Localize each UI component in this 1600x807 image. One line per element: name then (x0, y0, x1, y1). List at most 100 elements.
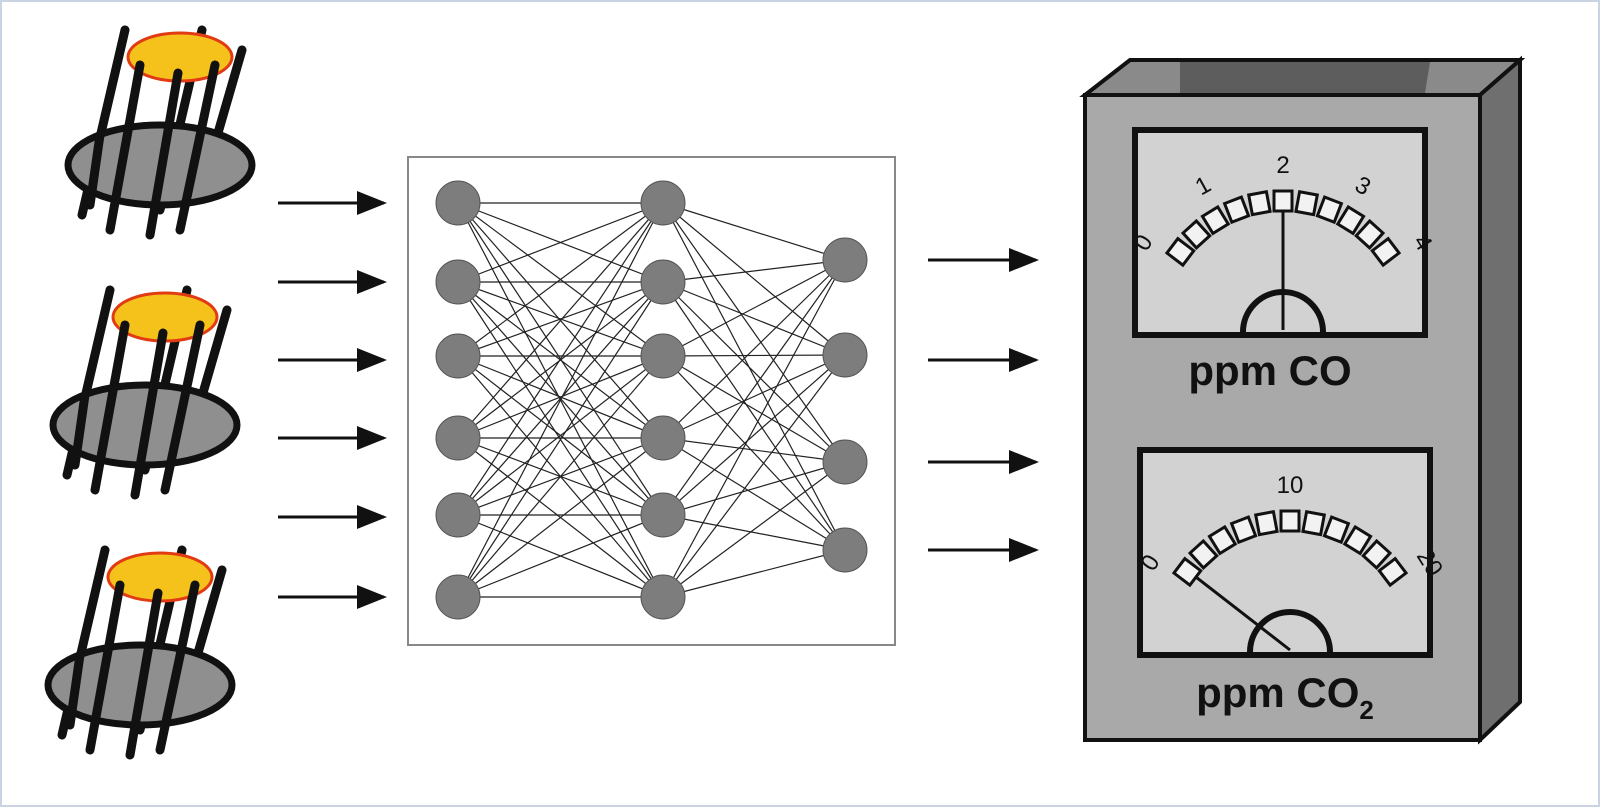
network-connection (457, 281, 664, 516)
network-connection (662, 202, 846, 261)
network-connection (662, 281, 846, 463)
network-node-layer-2 (640, 333, 686, 379)
network-node-layer-2 (640, 492, 686, 538)
network-connection (662, 202, 846, 551)
dial-scale-segment (1361, 538, 1393, 570)
dial-tick-label: 2 (1276, 152, 1289, 179)
network-connection (662, 259, 846, 357)
dial-scale-segment (1253, 509, 1279, 537)
gas-sensor (49, 285, 241, 500)
network-connection (457, 281, 664, 357)
meter-top-opening (1180, 62, 1430, 93)
network-connection (662, 354, 846, 598)
dial-scale-segment (1200, 204, 1231, 236)
network-connection (457, 437, 664, 598)
network-connection (662, 259, 846, 439)
meter-co2-label: ppm CO2 (1196, 669, 1374, 725)
sensor-pin (175, 60, 220, 235)
network-connection (662, 461, 846, 598)
network-node-layer-2 (640, 259, 686, 305)
sensor-pin (105, 60, 145, 235)
network-connection (662, 259, 846, 283)
dial-scale-segment (1222, 195, 1251, 225)
network-connection (457, 355, 664, 439)
meter-side-face (1478, 55, 1522, 745)
network-connection (457, 355, 664, 516)
dial-scale-segment (1301, 509, 1327, 537)
network-node-layer-1 (435, 574, 481, 620)
dial-needle-pivot (1247, 609, 1333, 653)
dial-scale-segment (1342, 524, 1373, 556)
network-node-layer-1 (435, 415, 481, 461)
dial-scale-segment (1164, 236, 1196, 268)
network-connection (662, 259, 846, 516)
network-connection (662, 202, 846, 463)
dial-needle-pivot (1240, 289, 1326, 333)
network-connection (662, 259, 846, 598)
network-connection (662, 354, 846, 439)
dial-scale-segment (1279, 509, 1301, 533)
dial-scale-segment (1229, 515, 1258, 545)
meter-co-label: ppm CO (1188, 347, 1351, 394)
sensor-pin (85, 580, 125, 755)
sensor-pin (145, 68, 183, 240)
output-arrows (928, 248, 1039, 562)
network-node-layer-2 (640, 574, 686, 620)
network-connection (457, 202, 664, 283)
network-connection (457, 281, 664, 598)
network-node-layer-3 (822, 332, 868, 378)
dial-scale-segment (1187, 538, 1219, 570)
network-connection (662, 354, 846, 357)
network-connection (457, 202, 664, 598)
network-connection (662, 355, 846, 551)
network-connection (662, 549, 846, 598)
network-connection (662, 355, 846, 463)
sensor-pin (160, 320, 205, 495)
network-connection (457, 355, 664, 598)
dial-scale-segment (1370, 236, 1402, 268)
dial-scale-segment (1272, 189, 1294, 213)
network-node-layer-3 (822, 439, 868, 485)
gas-sensor (44, 545, 236, 760)
network-connection (662, 281, 846, 356)
sensor-pin (130, 328, 168, 500)
sensor-pin (125, 588, 163, 760)
dial-scale-segment (1354, 218, 1386, 250)
dial-scale-segment (1294, 189, 1320, 217)
network-connection (662, 202, 846, 356)
dial-scale-segment (1171, 556, 1203, 588)
sensor-pin (65, 650, 85, 730)
sensor-pin (70, 390, 90, 470)
network-node-layer-3 (822, 527, 868, 573)
sensor-pin (90, 320, 130, 495)
neural-network (435, 180, 868, 620)
sensor-pin (155, 580, 200, 755)
sensor-array (44, 25, 256, 760)
network-node-layer-1 (435, 180, 481, 226)
dial-scale-segment (1335, 204, 1366, 236)
sensor-pin (85, 130, 105, 210)
network-connection (457, 202, 664, 357)
network-connection (662, 514, 846, 551)
network-connection (457, 202, 664, 439)
network-connection (662, 281, 846, 551)
dial-scale-segment (1315, 195, 1344, 225)
network-connection (662, 437, 846, 551)
dial-scale-segment (1246, 189, 1272, 217)
network-node-layer-1 (435, 333, 481, 379)
dial-scale-segment (1180, 218, 1212, 250)
network-connection (457, 202, 664, 516)
network-node-layer-2 (640, 180, 686, 226)
network-node-layer-2 (640, 415, 686, 461)
network-node-layer-3 (822, 237, 868, 283)
dial-tick-label: 10 (1277, 472, 1304, 499)
gas-sensor (64, 25, 256, 240)
network-connection (662, 437, 846, 463)
network-connection (662, 354, 846, 516)
network-connection (662, 461, 846, 516)
